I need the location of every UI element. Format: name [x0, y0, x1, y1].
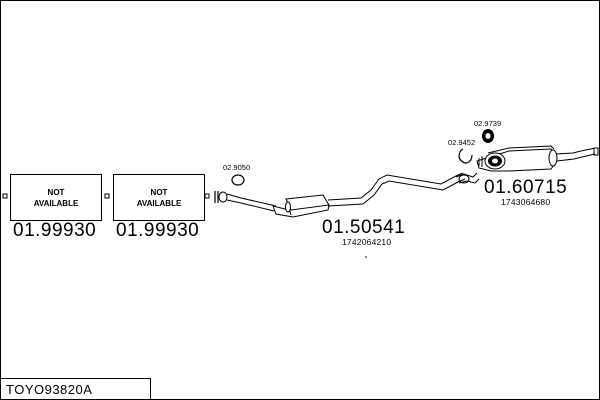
axle-bend: [455, 172, 480, 184]
part-number-center-silencer: 01.50541: [322, 217, 406, 238]
hanger-rear-2-icon: [482, 129, 494, 143]
part-box-not-available-1[interactable]: NOT AVAILABLE: [10, 174, 102, 221]
oem-number-rear-silencer: 1743064680: [501, 197, 551, 207]
rear-silencer-body: [476, 145, 558, 172]
na-line-1: NOT: [47, 187, 65, 197]
na-line-2: AVAILABLE: [33, 198, 79, 208]
gasket-ring-icon: [231, 174, 245, 186]
part-number-box-2: 01.99930: [116, 220, 200, 241]
na-line-2: AVAILABLE: [136, 198, 182, 208]
accessory-number-hanger-rear-2: 02.9739: [474, 119, 502, 128]
intermediate-pipe: [226, 193, 277, 212]
connector-mid: [104, 193, 110, 199]
part-number-rear-silencer: 01.60715: [484, 177, 568, 198]
flange-ring-icon: [218, 191, 228, 203]
connector-right: [204, 193, 210, 199]
accessory-number-hanger-rear-1: 02.9452: [448, 138, 476, 147]
part-number-box-1: 01.99930: [13, 220, 97, 241]
connector-left: [2, 193, 8, 199]
center-silencer-body: [272, 194, 330, 218]
oem-number-center-silencer: 1742064210: [342, 237, 392, 247]
hanger-rear-1-icon: [458, 148, 473, 164]
diagram-title: TOYO93820A: [1, 378, 151, 399]
na-line-1: NOT: [150, 187, 168, 197]
flange-icon: [214, 191, 219, 203]
tail-pipe-forward: [327, 172, 466, 207]
dot-marker: [365, 256, 367, 258]
part-box-not-available-2[interactable]: NOT AVAILABLE: [113, 174, 205, 221]
tail-pipe-exit: [555, 147, 599, 162]
accessory-number-gasket-front: 02.9050: [223, 163, 251, 172]
